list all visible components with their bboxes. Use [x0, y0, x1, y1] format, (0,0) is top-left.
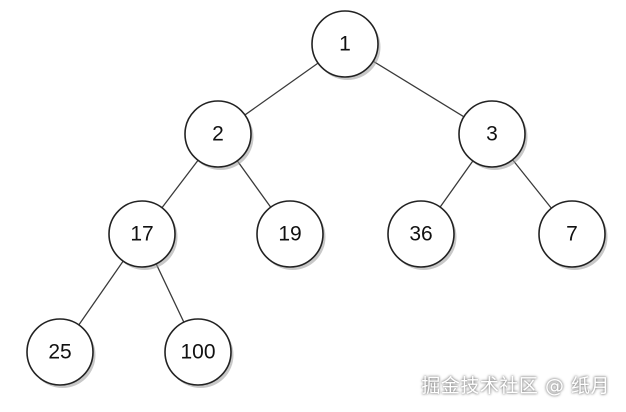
tree-node-25: 25: [26, 318, 96, 388]
tree-node-36: 36: [387, 200, 457, 270]
tree-edges: [59, 43, 573, 353]
node-label: 36: [409, 223, 432, 246]
node-circle: [387, 200, 455, 268]
node-label: 7: [566, 223, 578, 246]
tree-node-100: 100: [164, 318, 234, 388]
tree-node-1: 1: [311, 10, 381, 80]
node-circle: [256, 200, 324, 268]
node-circle: [26, 318, 94, 386]
node-label: 17: [130, 223, 153, 246]
node-circle: [538, 200, 606, 268]
node-label: 1: [339, 33, 351, 56]
node-label: 3: [486, 123, 498, 146]
tree-nodes: 1 2 3 17 19 36 7 25 100: [26, 10, 608, 388]
node-circle: [164, 318, 232, 386]
tree-node-19: 19: [256, 200, 326, 270]
tree-node-3: 3: [458, 100, 528, 170]
watermark-text: 掘金技术社区 @ 纸月: [421, 375, 610, 397]
node-circle: [184, 100, 252, 168]
node-circle: [458, 100, 526, 168]
node-label: 19: [278, 223, 301, 246]
tree-node-17: 17: [108, 200, 178, 270]
node-label: 25: [48, 341, 71, 364]
tree-node-7: 7: [538, 200, 608, 270]
tree-node-2: 2: [184, 100, 254, 170]
node-label: 100: [180, 341, 215, 364]
node-circle: [311, 10, 379, 78]
node-label: 2: [212, 123, 224, 146]
node-circle: [108, 200, 176, 268]
